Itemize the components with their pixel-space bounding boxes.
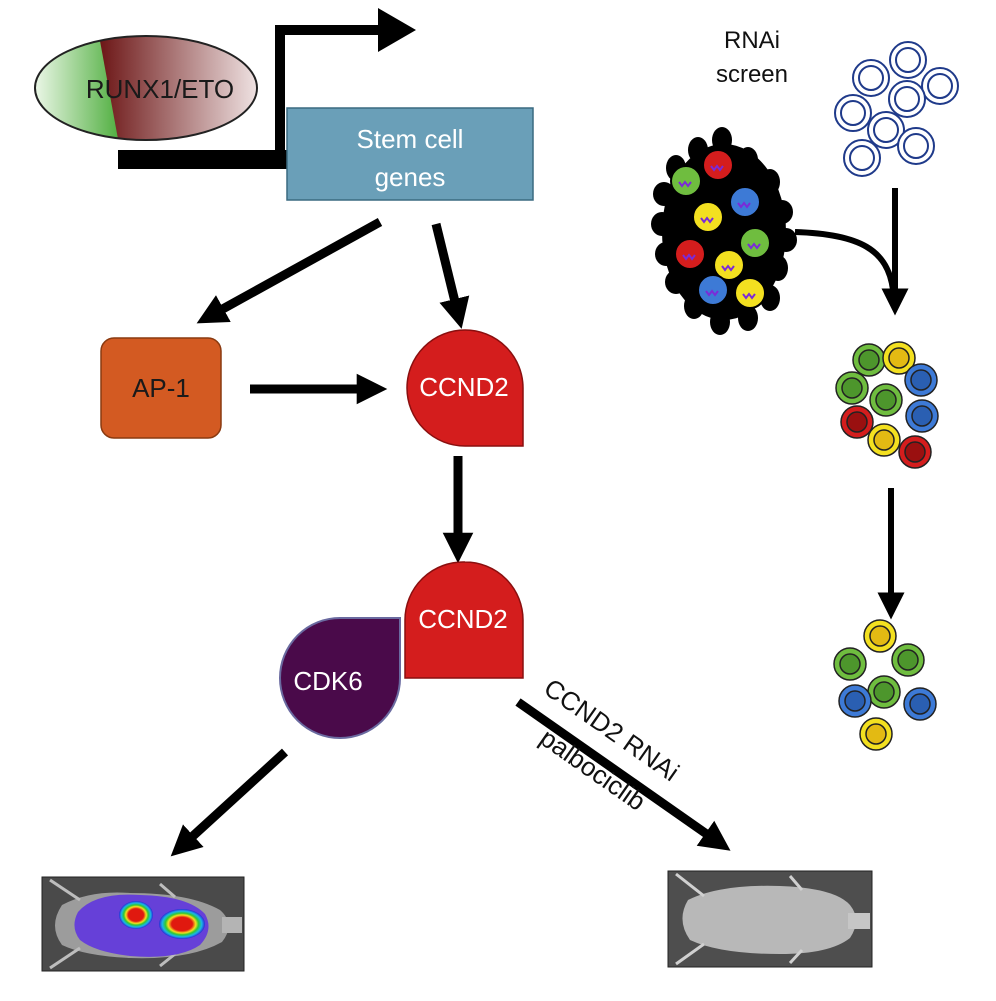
dna-bar bbox=[118, 150, 318, 169]
cdk6-label: CDK6 bbox=[293, 666, 362, 696]
rnai-label-line1: RNAi bbox=[724, 27, 780, 54]
ccnd2-shape-1: CCND2 bbox=[406, 329, 524, 447]
runx1-eto-oval: RUNX1/ETO bbox=[34, 35, 258, 141]
rnai-label-line2: screen bbox=[716, 61, 788, 88]
shrna-virus-library bbox=[651, 127, 797, 335]
transcription-start-arrow bbox=[275, 8, 416, 158]
ccnd2-label-2: CCND2 bbox=[418, 604, 508, 634]
ccnd2-label-1: CCND2 bbox=[419, 372, 509, 402]
ccnd2-shape-2: CCND2 bbox=[404, 561, 524, 679]
arrow-virus-to-cells bbox=[794, 229, 896, 291]
arrow-treatment bbox=[515, 698, 731, 851]
leukemia-signal-left bbox=[119, 901, 153, 929]
arrow-stem-to-ap1 bbox=[196, 218, 383, 324]
stem-cell-label-line1: Stem cell bbox=[357, 124, 464, 154]
cdk6-shape: CDK6 bbox=[278, 617, 401, 740]
mouse-image-leukemia bbox=[41, 876, 245, 972]
leukemia-signal-right bbox=[159, 909, 205, 939]
transduced-cell-cluster bbox=[835, 341, 939, 469]
stem-cell-label-line2: genes bbox=[375, 162, 446, 192]
stem-cell-genes-box: Stem cell genes bbox=[286, 107, 534, 201]
selected-cell-cluster bbox=[833, 619, 937, 751]
ap1-label: AP-1 bbox=[132, 373, 190, 403]
untransduced-cell-cluster bbox=[834, 41, 959, 177]
arrow-complex-to-mouse bbox=[170, 748, 289, 857]
arrow-stem-to-ccnd2 bbox=[431, 222, 470, 329]
mouse-image-treated bbox=[667, 870, 873, 968]
runx1-eto-label: RUNX1/ETO bbox=[86, 74, 234, 104]
ap1-box: AP-1 bbox=[100, 337, 222, 439]
